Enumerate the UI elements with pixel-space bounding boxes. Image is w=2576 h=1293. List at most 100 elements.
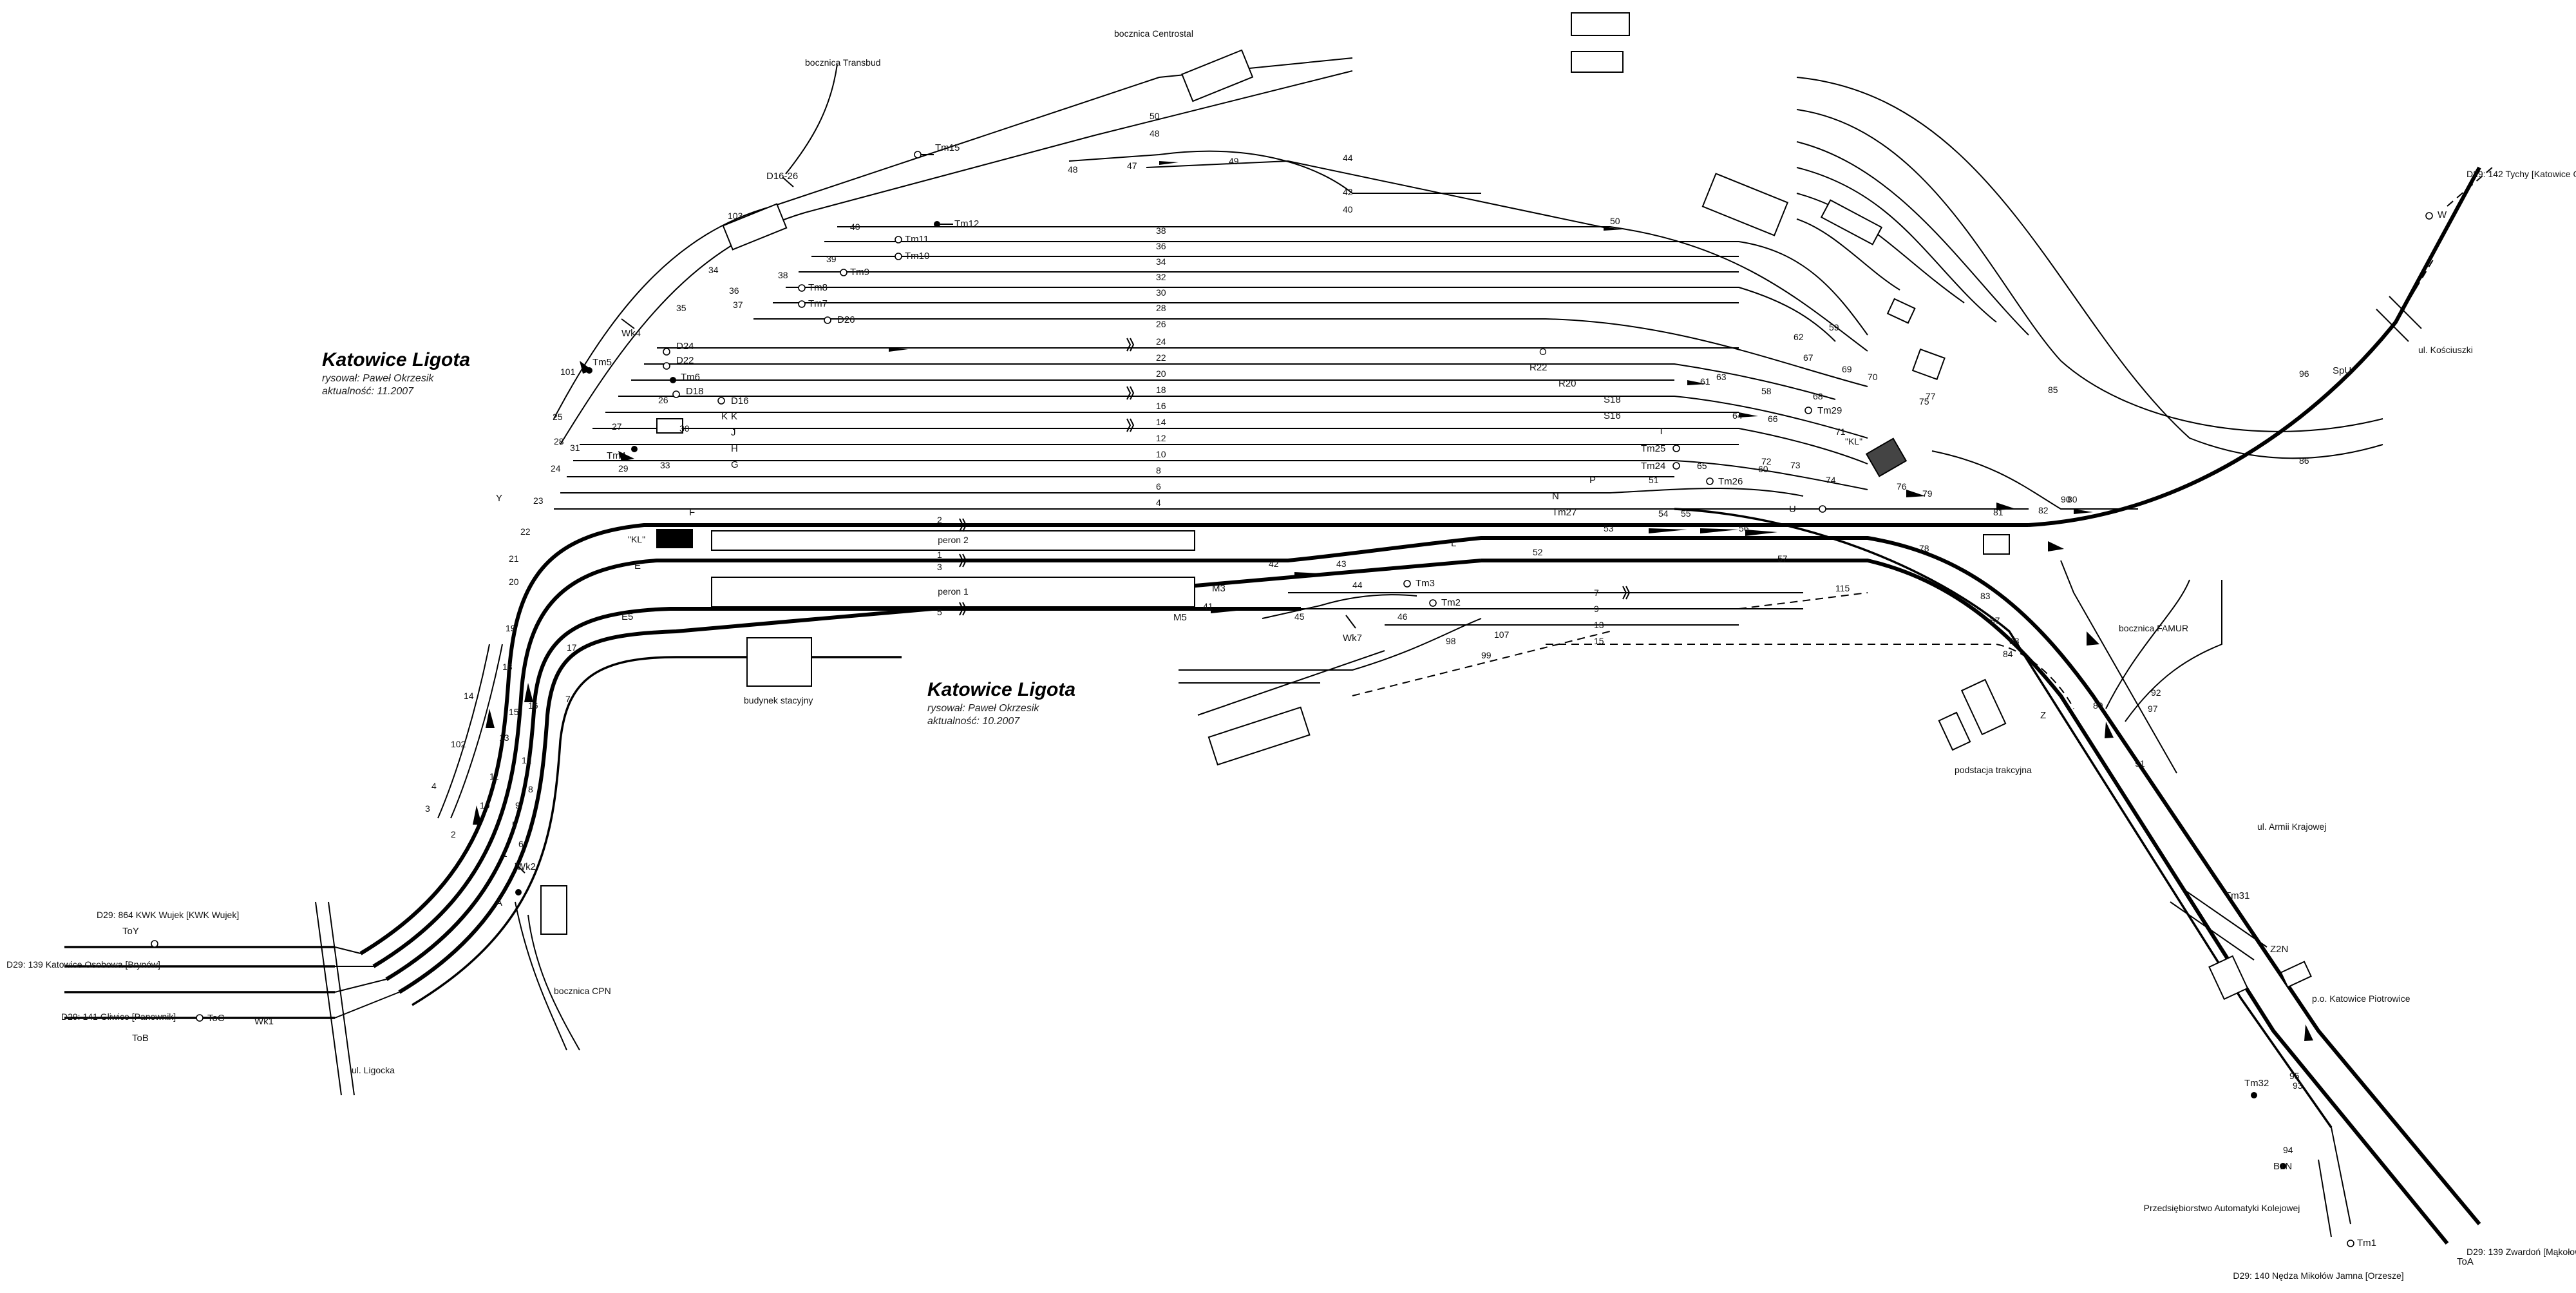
switch-number: 96 bbox=[2299, 369, 2309, 379]
track-number: 6 bbox=[1156, 481, 1161, 492]
header-author-lower: rysował: Paweł Okrzesik bbox=[927, 703, 1039, 714]
svg-text:K: K bbox=[731, 411, 737, 422]
switch-number: 101 bbox=[560, 367, 576, 377]
track-number: 36 bbox=[1156, 241, 1166, 251]
signal: L bbox=[1451, 538, 1456, 549]
signal: N bbox=[1552, 491, 1559, 502]
svg-text:ToB: ToB bbox=[132, 1033, 149, 1044]
dest-zwardon: D29: 139 Zwardoń [Mąkołowiec] bbox=[2467, 1247, 2576, 1257]
switch-number: 92 bbox=[2151, 687, 2161, 698]
signal: Y bbox=[496, 493, 502, 504]
svg-text:Tm9: Tm9 bbox=[850, 267, 869, 278]
switch-number: 89 bbox=[2093, 700, 2103, 711]
svg-text:N: N bbox=[1552, 491, 1559, 502]
building-substation-2 bbox=[1938, 711, 1971, 751]
switch-number: 51 bbox=[1649, 475, 1659, 485]
svg-text:A: A bbox=[496, 897, 502, 908]
svg-text:E: E bbox=[634, 560, 641, 571]
signal: M3 bbox=[1212, 583, 1226, 594]
signal: Tm6 bbox=[670, 372, 700, 383]
switch-number: 10 bbox=[480, 800, 490, 810]
track-number: 28 bbox=[1156, 303, 1166, 313]
signal: Tm15 bbox=[914, 142, 960, 158]
switch-number: 48 bbox=[1068, 164, 1078, 175]
header-author-upper: rysował: Paweł Okrzesik bbox=[322, 373, 434, 384]
switch-number: 12 bbox=[522, 755, 532, 765]
track-number: 34 bbox=[1156, 256, 1166, 267]
signal: H bbox=[731, 443, 738, 454]
label-pak: Przedsiębiorstwo Automatyki Kolejowej bbox=[2144, 1203, 2300, 1213]
signal: F bbox=[689, 507, 695, 518]
signals: Tm15 Tm12 Tm11 Tm10 Tm9 Tm8 Tm7 D26 D24 … bbox=[122, 142, 2474, 1267]
svg-text:Tm26: Tm26 bbox=[1718, 476, 1743, 487]
label-centrostal: bocznica Centrostal bbox=[1114, 28, 1193, 39]
signal: T bbox=[1658, 426, 1664, 437]
svg-text:Tm10: Tm10 bbox=[905, 251, 929, 262]
svg-text:T: T bbox=[1658, 426, 1664, 437]
svg-text:SpU: SpU bbox=[2333, 365, 2351, 376]
label-transbud: bocznica Transbud bbox=[805, 57, 881, 68]
lower-yard bbox=[1179, 592, 2074, 716]
svg-text:D26: D26 bbox=[837, 314, 855, 325]
road-crossings bbox=[315, 296, 2422, 1096]
track-number: 5 bbox=[937, 607, 942, 617]
svg-text:L: L bbox=[1451, 538, 1456, 549]
signal: Wk1 bbox=[254, 1016, 274, 1027]
signal: J bbox=[731, 427, 736, 438]
building-yard-small bbox=[656, 418, 683, 434]
switch-number: 19 bbox=[506, 623, 516, 633]
switch-number: 67 bbox=[1803, 352, 1814, 363]
switch-number: 75 bbox=[1919, 396, 1929, 407]
switch-number: 44 bbox=[1352, 580, 1363, 590]
signal: G bbox=[731, 459, 739, 470]
signal: Tm9 bbox=[840, 267, 869, 278]
switch-number: 66 bbox=[1768, 414, 1778, 424]
switch-number: 33 bbox=[660, 460, 670, 470]
header-upper: Katowice Ligota rysował: Paweł Okrzesik … bbox=[322, 349, 470, 397]
track-number: 24 bbox=[1156, 336, 1166, 347]
signal: Tm25 bbox=[1641, 443, 1680, 454]
signal: O bbox=[1539, 347, 1547, 358]
switch-number: 22 bbox=[520, 526, 531, 537]
building-north-2 bbox=[1571, 51, 1624, 73]
svg-text:P: P bbox=[1589, 475, 1596, 486]
building-substation-1 bbox=[1960, 678, 2007, 736]
track-number: 3 bbox=[937, 562, 942, 572]
switch-number: 91 bbox=[2135, 758, 2145, 769]
switch-number: 30 bbox=[679, 423, 690, 434]
switch-markers bbox=[473, 161, 2313, 1041]
svg-text:D16-26: D16-26 bbox=[766, 171, 798, 182]
kl-block-right bbox=[1865, 437, 1908, 477]
switch-number: 8 bbox=[528, 784, 533, 794]
label-substation: podstacja trakcyjna bbox=[1955, 765, 2032, 775]
svg-text:J: J bbox=[731, 427, 736, 438]
signal: Wk2 bbox=[515, 861, 536, 874]
signal: Tm29 bbox=[1804, 405, 1842, 416]
track-number: 48 bbox=[1150, 128, 1160, 139]
track-number: 38 bbox=[1156, 225, 1166, 236]
switch-number: 79 bbox=[1922, 488, 1933, 499]
switch-number: 26 bbox=[658, 395, 668, 405]
switch-number: 78 bbox=[1919, 543, 1929, 553]
switch-number: 102 bbox=[451, 739, 466, 749]
west-main-lines bbox=[64, 523, 2029, 1019]
svg-text:S16: S16 bbox=[1604, 410, 1621, 421]
switch-number: 55 bbox=[1681, 508, 1691, 519]
switch-number: 50 bbox=[1610, 216, 1620, 226]
svg-text:Tm11: Tm11 bbox=[905, 234, 929, 245]
signal: Tm7 bbox=[798, 298, 828, 309]
track-number: 9 bbox=[1594, 604, 1599, 614]
signal: Z bbox=[2040, 710, 2046, 721]
switch-number: 103 bbox=[728, 211, 743, 221]
svg-text:M3: M3 bbox=[1212, 583, 1226, 594]
track-number: 13 bbox=[1594, 620, 1604, 630]
signal: Tm32 bbox=[2244, 1078, 2269, 1098]
building-east-long bbox=[1820, 199, 1883, 245]
signal: Tm24 bbox=[1641, 461, 1680, 472]
label-piotrowice: p.o. Katowice Piotrowice bbox=[2312, 993, 2410, 1004]
switch-number: 2 bbox=[451, 829, 456, 839]
switch-number: 5 bbox=[512, 819, 517, 830]
signal: D22 bbox=[663, 355, 694, 370]
header-date-upper: aktualność: 11.2007 bbox=[322, 386, 414, 397]
